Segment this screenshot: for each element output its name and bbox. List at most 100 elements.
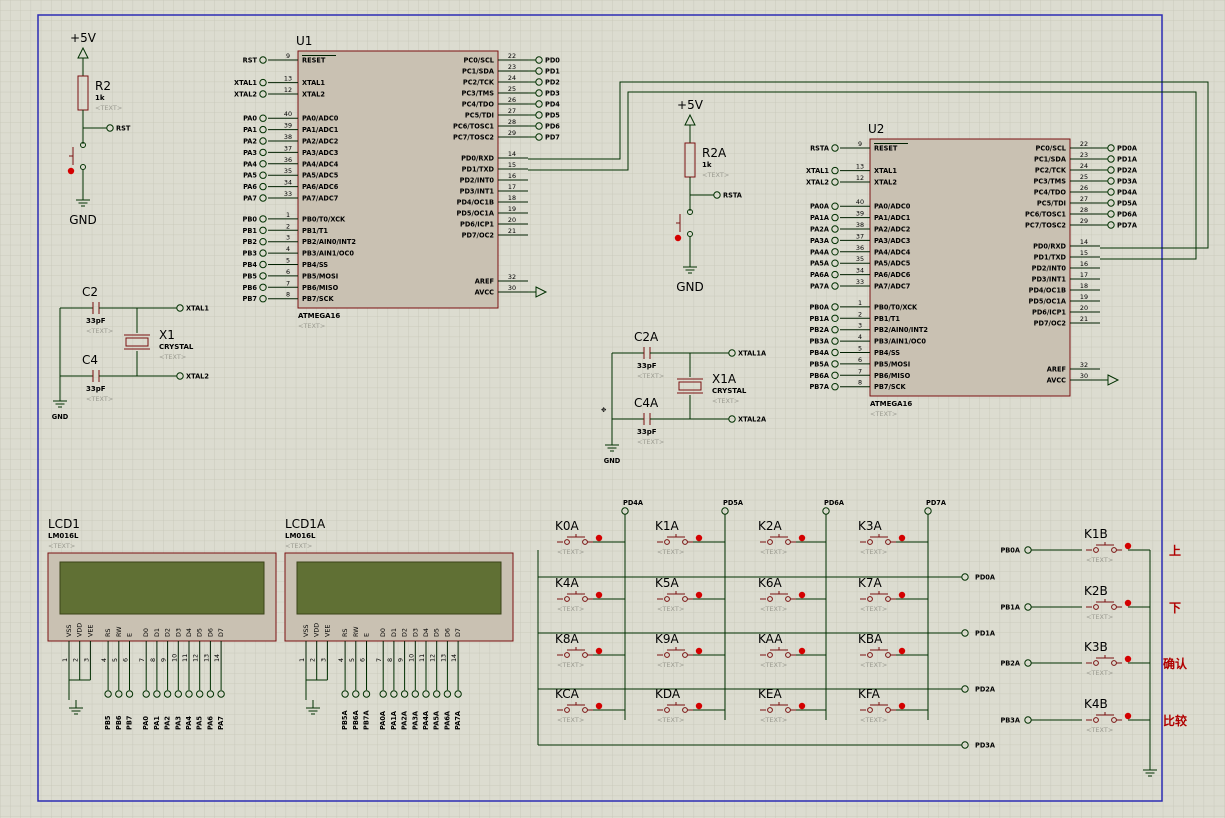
- osc1-circuit: C2C4XTAL133pF<TEXT>XTAL233pF<TEXT>GNDX1C…: [52, 285, 210, 421]
- net-label: PA5: [196, 716, 204, 730]
- pin-number: 4: [100, 658, 108, 662]
- net-terminal: [535, 133, 543, 141]
- pin-number: 37: [856, 232, 864, 240]
- pin-number: 7: [858, 367, 862, 375]
- net-label: PA0: [243, 115, 257, 123]
- pin-number: 32: [1080, 361, 1088, 369]
- pin-number: 19: [1080, 293, 1088, 301]
- net-label: PD2: [545, 79, 560, 87]
- lcd1-pin: RS4: [100, 629, 112, 670]
- net-label: PB5A: [809, 360, 829, 368]
- net-terminal: [259, 215, 267, 223]
- red-dot-icon: [695, 591, 703, 599]
- text-placeholder: <TEXT>: [702, 171, 729, 179]
- net-label: PA7A: [454, 710, 462, 730]
- lcd2-pin: D29: [397, 628, 409, 670]
- pin-number: 34: [856, 267, 864, 275]
- lcd1-signal-net: PB7: [126, 670, 134, 730]
- text-placeholder: <TEXT>: [860, 548, 887, 556]
- pin-number: 16: [508, 172, 516, 180]
- u1-part: ATMEGA16: [298, 312, 340, 320]
- net-terminal: [961, 629, 969, 637]
- pin-number: 4: [286, 245, 290, 253]
- osc2-x-val: CRYSTAL: [712, 387, 747, 395]
- net-terminal: [259, 249, 267, 257]
- pin-name: PD2/INT0: [1032, 265, 1067, 273]
- u1-ref: U1: [296, 34, 312, 48]
- pin-number: 13: [856, 163, 864, 171]
- keypad-row: PD3A: [538, 741, 996, 750]
- pin-number: 11: [418, 654, 426, 662]
- net-terminal: [217, 690, 225, 698]
- ground-symbol-icon: [69, 700, 83, 715]
- pin-name: D2: [401, 628, 409, 637]
- text-placeholder: <TEXT>: [298, 322, 325, 330]
- net-terminal: [106, 124, 114, 132]
- keypad-switch-icon: KFA<TEXT>: [858, 687, 906, 724]
- key-ref: K0A: [555, 519, 580, 533]
- pin-name: PA0/ADC0: [874, 203, 911, 211]
- pin-number: 29: [1080, 217, 1088, 225]
- net-label: PA7: [217, 716, 225, 730]
- pin-number: 1: [298, 658, 306, 662]
- net-terminal: [259, 78, 267, 87]
- pin-number: 14: [1080, 238, 1088, 246]
- text-placeholder: <TEXT>: [712, 397, 739, 405]
- red-dot-icon: [898, 647, 906, 655]
- lcd2-signal-net: PA7A: [454, 670, 462, 730]
- reset1-pushbutton-icon: [67, 142, 86, 175]
- text-placeholder: <TEXT>: [1086, 726, 1113, 734]
- net-terminal: [259, 125, 267, 134]
- net-terminal: [259, 238, 267, 246]
- text-placeholder: <TEXT>: [1086, 613, 1113, 621]
- pin-name: PD6/ICP1: [460, 221, 494, 229]
- pin-number: 36: [856, 244, 864, 252]
- lcd2-pin: D07: [375, 628, 387, 670]
- lcd1-signal-net: PA0: [142, 670, 150, 730]
- pin-number: 2: [286, 222, 290, 230]
- key-ref: K9A: [655, 632, 680, 646]
- net-label: PD1A: [975, 630, 996, 638]
- pin-name: PD2/INT0: [460, 177, 495, 185]
- net-terminal: [341, 690, 349, 698]
- pin-name: PB1/T1: [302, 227, 328, 235]
- contact: [767, 596, 773, 602]
- pin-name: VSS: [65, 625, 73, 638]
- lcd1-pin: D07: [138, 628, 150, 670]
- pin-number: 4: [858, 333, 862, 341]
- lcd2-signal-net: PA2A: [401, 670, 409, 730]
- net-terminal: [831, 326, 839, 334]
- pin-name: PA3/ADC3: [302, 149, 339, 157]
- osc1-c-top-ref: C2: [82, 285, 98, 299]
- lcd2-signal-net: PB5A: [341, 670, 349, 730]
- pin-name: PA7/ADC7: [302, 195, 339, 203]
- net-terminal: [259, 295, 267, 303]
- pin-name: D0: [379, 628, 387, 637]
- red-dot-icon: [898, 591, 906, 599]
- lcd2-signal-net: PA1A: [390, 670, 398, 730]
- net-label: PB5: [104, 715, 112, 730]
- pin-number: 16: [1080, 260, 1088, 268]
- text-placeholder: <TEXT>: [95, 104, 122, 112]
- text-placeholder: <TEXT>: [657, 661, 684, 669]
- reset1-gnd: GND: [69, 213, 97, 227]
- net-terminal: [259, 194, 267, 202]
- osc1-x-ref: X1: [159, 328, 175, 342]
- net-terminal: [831, 337, 839, 345]
- pin-name: RW: [352, 626, 360, 637]
- net-terminal: [206, 690, 215, 698]
- net-terminal: [185, 690, 193, 698]
- keypad-column: PD6A: [822, 499, 845, 720]
- net-terminal: [1107, 155, 1115, 163]
- text-placeholder: <TEXT>: [760, 716, 787, 724]
- pin-name: D1: [153, 628, 161, 637]
